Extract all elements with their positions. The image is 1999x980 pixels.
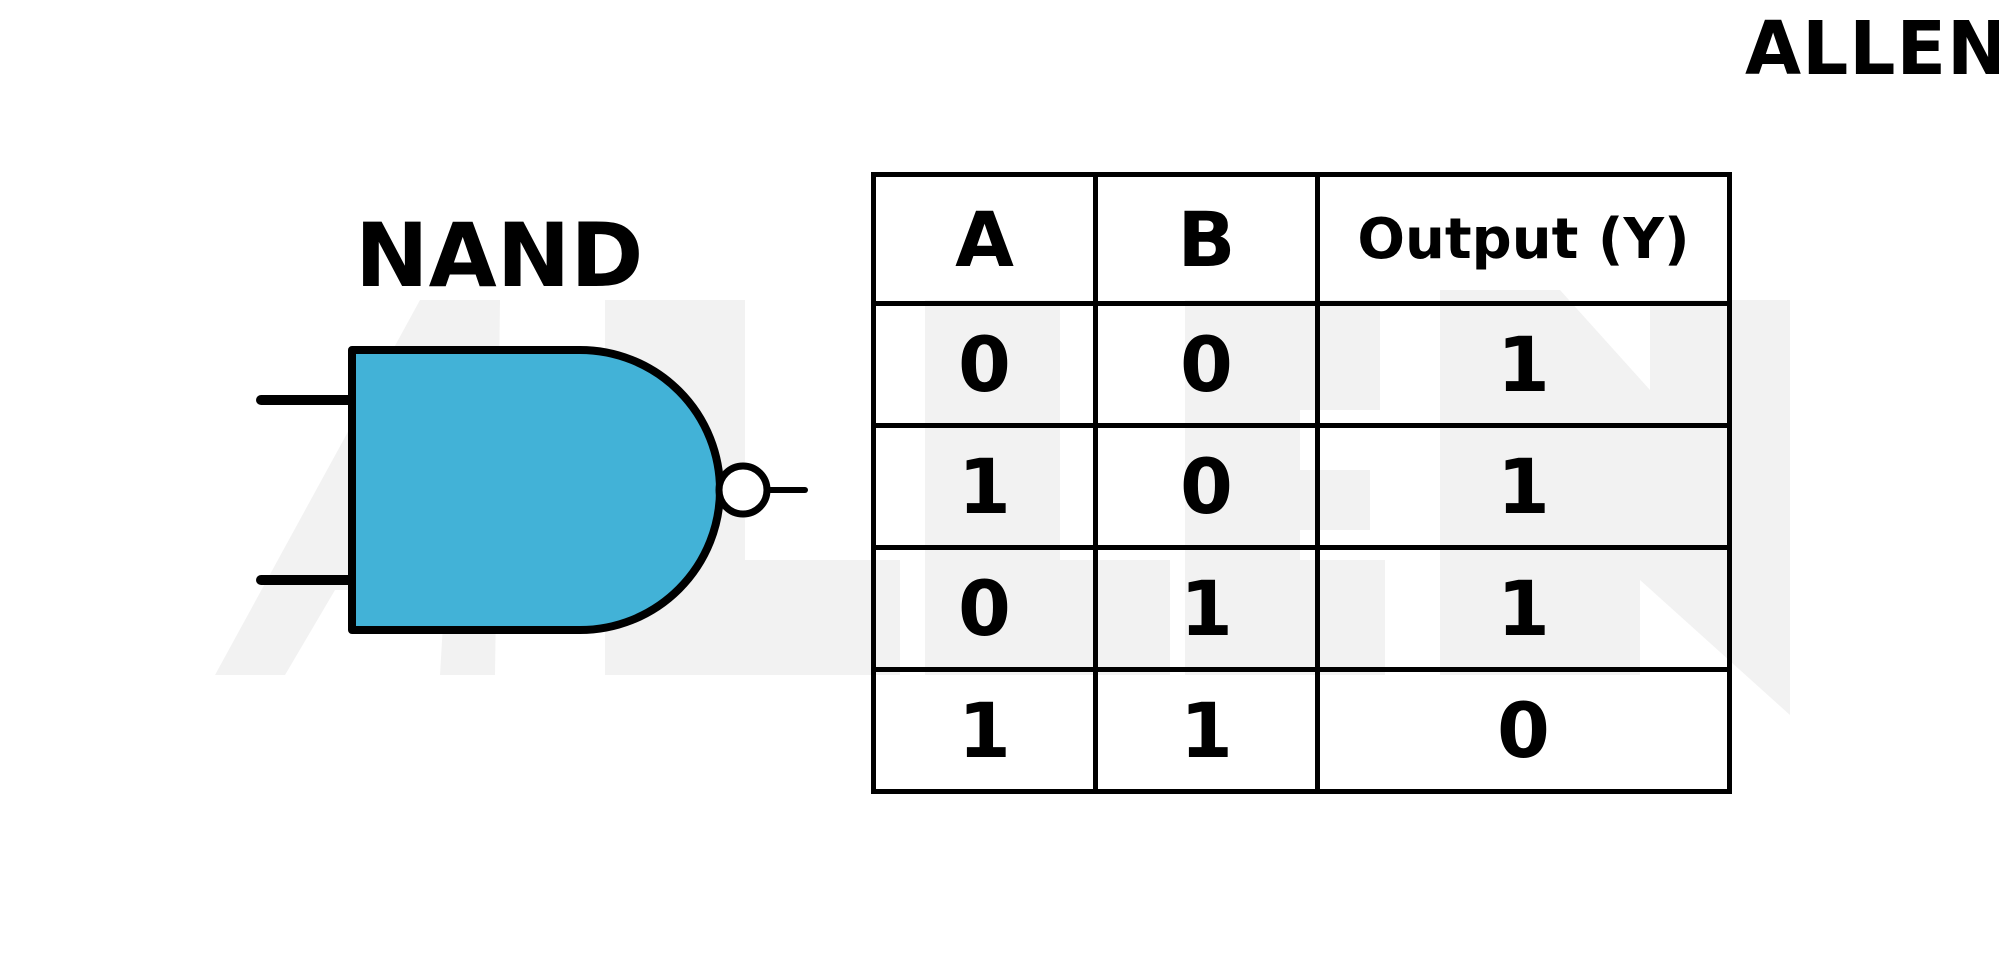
brand-logo: ALLEN bbox=[1745, 6, 1999, 92]
cell-a: 0 bbox=[871, 545, 1098, 672]
header-output: Output (Y) bbox=[1315, 172, 1732, 306]
gate-title: NAND bbox=[355, 204, 644, 307]
table-row: 1 1 0 bbox=[871, 667, 1732, 794]
cell-output: 1 bbox=[1315, 545, 1732, 672]
cell-a: 1 bbox=[871, 667, 1098, 794]
cell-b: 0 bbox=[1093, 301, 1320, 428]
cell-b: 0 bbox=[1093, 423, 1320, 550]
cell-b: 1 bbox=[1093, 667, 1320, 794]
header-b: B bbox=[1093, 172, 1320, 306]
table-row: 1 0 1 bbox=[871, 423, 1732, 550]
cell-output: 0 bbox=[1315, 667, 1732, 794]
cell-a: 1 bbox=[871, 423, 1098, 550]
table-row: 0 1 1 bbox=[871, 545, 1732, 672]
table-header-row: A B Output (Y) bbox=[871, 172, 1732, 306]
truth-table: A B Output (Y) 0 0 1 1 0 1 0 1 1 1 1 0 bbox=[871, 172, 1732, 794]
table-row: 0 0 1 bbox=[871, 301, 1732, 428]
cell-b: 1 bbox=[1093, 545, 1320, 672]
gate-body bbox=[348, 346, 724, 634]
cell-a: 0 bbox=[871, 301, 1098, 428]
header-a: A bbox=[871, 172, 1098, 306]
cell-output: 1 bbox=[1315, 423, 1732, 550]
cell-output: 1 bbox=[1315, 301, 1732, 428]
inversion-bubble bbox=[715, 462, 771, 518]
